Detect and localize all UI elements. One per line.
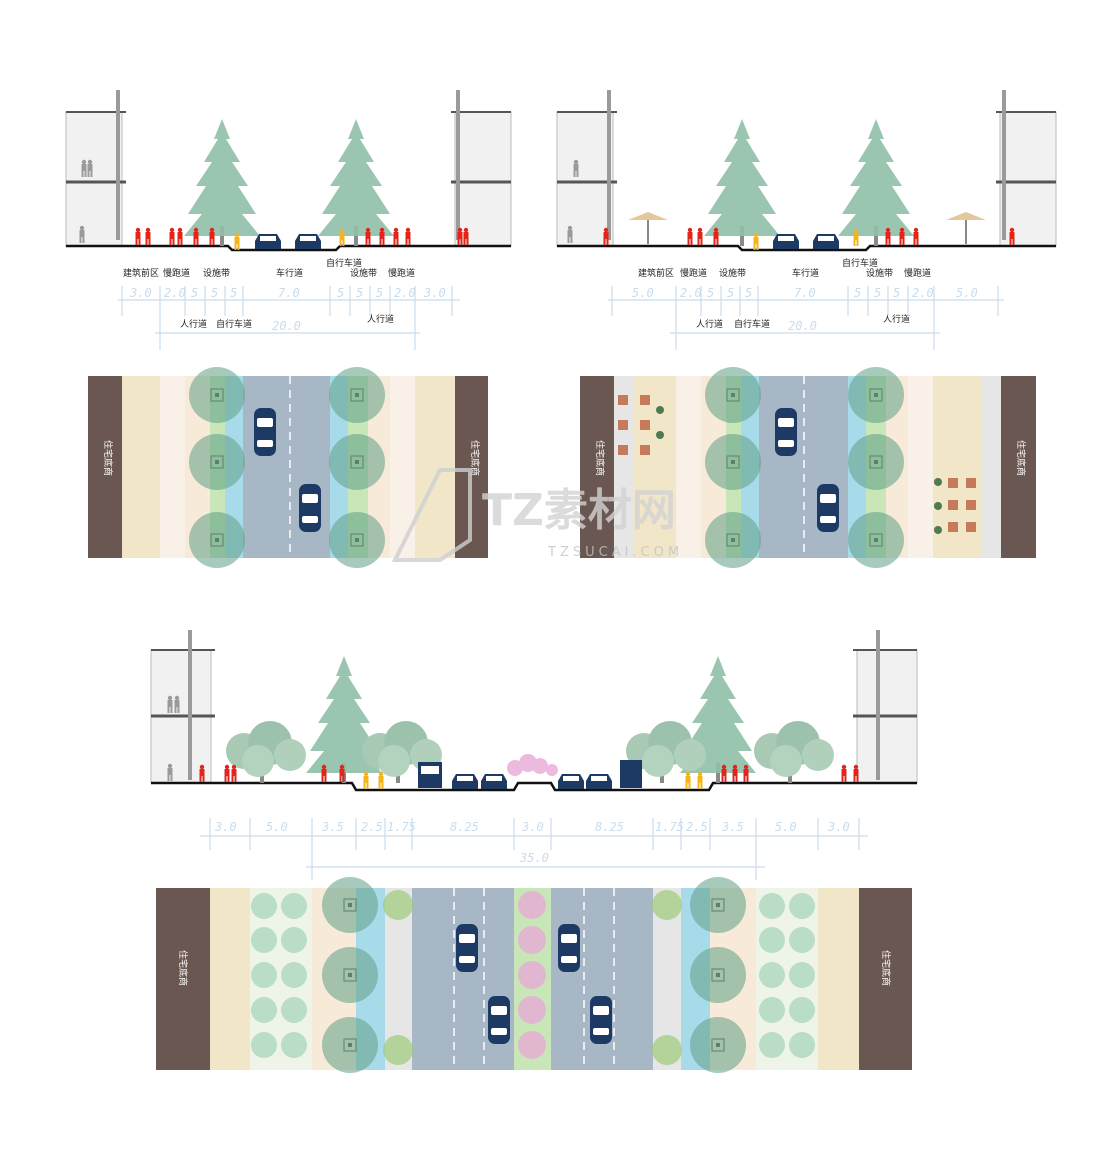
dim-s1-total: 20.0 bbox=[272, 319, 301, 333]
label-road: 车行道 bbox=[276, 267, 303, 279]
watermark-url: TZSUCAI.COM bbox=[547, 545, 683, 560]
dim-s2-8: 5 bbox=[893, 286, 900, 300]
dim-s3-5: 8.25 bbox=[450, 820, 479, 834]
building-right-s2 bbox=[996, 90, 1057, 247]
shop-left-s3: 住宅底商 bbox=[177, 950, 189, 986]
dim-s3-0: 3.0 bbox=[214, 820, 237, 834]
label-walk-right-s2: 人行道 bbox=[883, 313, 910, 325]
label-front: 建筑前区 bbox=[123, 267, 159, 279]
label-bike-left-s2: 自行车道 bbox=[734, 318, 770, 330]
label-jog-left-s2: 慢跑道 bbox=[680, 267, 707, 279]
label-jog-right-s2: 慢跑道 bbox=[904, 267, 931, 279]
dim-s1-6: 5 bbox=[337, 286, 344, 300]
shop-right-s1: 住宅底商 bbox=[469, 440, 481, 476]
building-left-s3 bbox=[150, 630, 215, 784]
dim-s2-3: 5 bbox=[727, 286, 734, 300]
label-walk-right: 人行道 bbox=[367, 313, 394, 325]
dim-s1-0: 3.0 bbox=[129, 286, 152, 300]
plan-s1: 住宅底商 住宅底商 bbox=[88, 366, 488, 569]
dim-s1-10: 3.0 bbox=[423, 286, 446, 300]
label-front-s2: 建筑前区 bbox=[638, 267, 674, 279]
dim-s1-9: 2.0 bbox=[394, 286, 416, 300]
dim-s2-1: 2.0 bbox=[680, 286, 702, 300]
dim-s3-2: 3.5 bbox=[321, 820, 344, 834]
dim-s2-6: 5 bbox=[854, 286, 861, 300]
dim-s2-10: 5.0 bbox=[956, 286, 978, 300]
label-jog-right: 慢跑道 bbox=[388, 267, 415, 279]
dim-s2-7: 5 bbox=[874, 286, 881, 300]
label-walk-left: 人行道 bbox=[180, 318, 207, 330]
dim-s3-10: 3.5 bbox=[721, 820, 744, 834]
shop-left-s2: 住宅底商 bbox=[594, 440, 606, 476]
building-left-s1 bbox=[65, 90, 126, 247]
dim-s2-9: 2.0 bbox=[912, 286, 934, 300]
dim-s3-4: 1.75 bbox=[387, 820, 416, 834]
dim-s1-5: 7.0 bbox=[278, 286, 300, 300]
label-bike-right-s2: 自行车道 bbox=[842, 257, 878, 269]
building-right-s1 bbox=[451, 90, 512, 247]
shop-right-s3: 住宅底商 bbox=[880, 950, 892, 986]
dim-s3-6: 3.0 bbox=[521, 820, 544, 834]
watermark: TZ素材网 TZSUCAI.COM bbox=[391, 468, 683, 562]
dim-s2-5: 7.0 bbox=[794, 286, 816, 300]
dim-s3-3: 2.5 bbox=[361, 820, 383, 834]
label-bike-right: 自行车道 bbox=[326, 257, 362, 269]
dim-s3-1: 5.0 bbox=[266, 820, 288, 834]
dim-s1-2: 5 bbox=[191, 286, 198, 300]
plan-s2: 住宅底商 住宅底商 bbox=[580, 366, 1036, 569]
dim-s1-4: 5 bbox=[230, 286, 237, 300]
dim-s3-total: 35.0 bbox=[519, 851, 549, 865]
label-facility-left-s2: 设施带 bbox=[719, 267, 746, 279]
section-3: 3.0 5.0 3.5 2.5 1.75 8.25 3.0 8.25 1.75 … bbox=[150, 630, 918, 1074]
label-facility-right: 设施带 bbox=[350, 267, 377, 279]
watermark-brand: TZ素材网 bbox=[482, 485, 676, 536]
label-road-s2: 车行道 bbox=[792, 267, 819, 279]
plan-s3: 住宅底商 住宅底商 bbox=[156, 876, 912, 1074]
building-left-s2 bbox=[556, 90, 617, 247]
dim-s3-7: 8.25 bbox=[595, 820, 624, 834]
section-1: 建筑前区 慢跑道 设施带 车行道 自行车道 设施带 慢跑道 人行道 自行车道 人… bbox=[65, 90, 512, 569]
dim-s2-4: 5 bbox=[745, 286, 752, 300]
dim-s2-2: 5 bbox=[707, 286, 714, 300]
shop-right-s2: 住宅底商 bbox=[1015, 440, 1027, 476]
dim-s1-7: 5 bbox=[356, 286, 363, 300]
label-bike-left: 自行车道 bbox=[216, 318, 252, 330]
dim-s2-0: 5.0 bbox=[632, 286, 654, 300]
dim-s2-total: 20.0 bbox=[788, 319, 817, 333]
dim-s3-12: 3.0 bbox=[827, 820, 850, 834]
dim-s3-8: 1.75 bbox=[655, 820, 684, 834]
building-right-s3 bbox=[853, 630, 918, 784]
dim-s1-8: 5 bbox=[376, 286, 383, 300]
section-2: 建筑前区 慢跑道 设施带 车行道 自行车道 设施带 慢跑道 人行道 自行车道 人… bbox=[556, 90, 1057, 569]
label-facility-right-s2: 设施带 bbox=[866, 267, 893, 279]
label-facility-left: 设施带 bbox=[203, 267, 230, 279]
shop-left-s1: 住宅底商 bbox=[102, 440, 114, 476]
dim-s1-1: 2.0 bbox=[164, 286, 186, 300]
dim-s3-9: 2.5 bbox=[686, 820, 708, 834]
label-jog-left: 慢跑道 bbox=[163, 267, 190, 279]
dim-s1-3: 5 bbox=[211, 286, 218, 300]
label-walk-left-s2: 人行道 bbox=[696, 318, 723, 330]
dim-s3-11: 5.0 bbox=[775, 820, 797, 834]
